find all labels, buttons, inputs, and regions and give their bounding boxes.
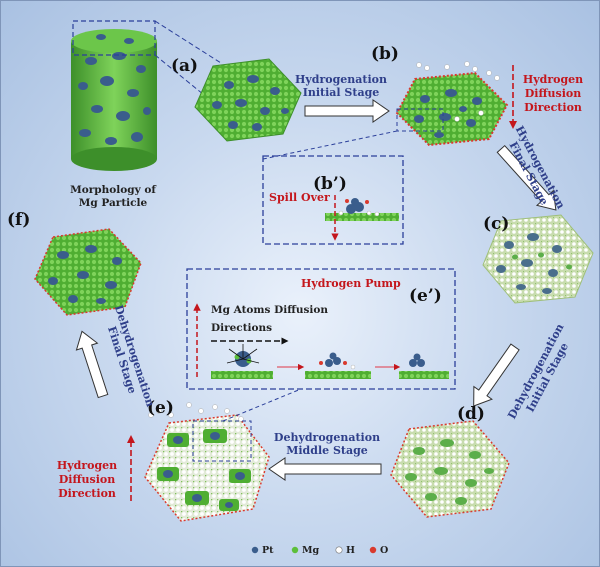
hexagon-f bbox=[34, 228, 142, 316]
hydrogen-diffusion-b-line1: Hydrogen bbox=[523, 73, 583, 86]
hydrogen-diffusion-e-line3: Direction bbox=[58, 487, 116, 500]
arrow-hydrogenation-final bbox=[496, 144, 557, 211]
hexagon-a bbox=[194, 58, 302, 142]
zoom-box-e bbox=[192, 420, 252, 462]
arrow-dehydrogenation-initial bbox=[473, 343, 520, 407]
stage-dehydrogenation-middle-line2: Middle Stage bbox=[286, 444, 368, 457]
panel-label-b: (b) bbox=[371, 44, 399, 64]
inset-box-b-prime bbox=[262, 155, 404, 245]
zoom-line-a-bottom bbox=[154, 54, 210, 100]
mg-atoms-diffusion-line2: Directions bbox=[211, 322, 272, 334]
panel-label-e: (e) bbox=[147, 398, 174, 418]
stage-hydrogenation-initial-line1: Hydrogenation bbox=[295, 73, 387, 86]
hexagon-c bbox=[482, 214, 594, 304]
arrow-hydrogenation-initial bbox=[304, 99, 390, 123]
arrow-dehydrogenation-middle bbox=[268, 457, 382, 481]
legend-label-o: O bbox=[380, 545, 388, 556]
stage-hydrogenation-initial-line2: Initial Stage bbox=[303, 86, 380, 99]
legend-swatch-o bbox=[369, 546, 377, 554]
hexagon-b bbox=[395, 61, 509, 147]
zoom-box-a bbox=[72, 20, 156, 56]
arrow-dehydrogenation-final bbox=[75, 330, 109, 399]
panel-label-b-prime: (b’) bbox=[313, 174, 347, 194]
panel-label-a: (a) bbox=[171, 56, 198, 76]
hydrogen-diffusion-b-line2: Diffusion bbox=[525, 87, 581, 100]
hydrogen-pump-label: Hydrogen Pump bbox=[301, 277, 401, 290]
morphology-label-line1: Morphology of bbox=[70, 184, 157, 196]
mg-particle-cylinder bbox=[71, 29, 157, 171]
hydrogen-diffusion-e-line1: Hydrogen bbox=[57, 459, 117, 472]
hydrogen-diffusion-b-line3: Direction bbox=[524, 101, 582, 114]
panel-label-c: (c) bbox=[483, 214, 509, 234]
hexagon-d bbox=[390, 420, 510, 518]
stage-dehydrogenation-middle-line1: Dehydrogenation bbox=[274, 431, 380, 444]
panel-label-d: (d) bbox=[457, 404, 485, 424]
legend-swatch-mg bbox=[291, 546, 299, 554]
spill-over-slab bbox=[325, 198, 399, 221]
legend-swatch-h bbox=[335, 546, 343, 554]
panel-label-f: (f) bbox=[7, 210, 30, 230]
legend-swatch-pt bbox=[251, 546, 259, 554]
legend-label-pt: Pt bbox=[262, 545, 274, 556]
zoom-line-a-top bbox=[154, 20, 222, 64]
hydrogen-diffusion-e-line2: Diffusion bbox=[59, 473, 115, 486]
pump-step-3 bbox=[399, 353, 449, 379]
hexagon-e bbox=[144, 402, 270, 522]
mg-atoms-diffusion-line1: Mg Atoms Diffusion bbox=[211, 304, 328, 316]
zoom-box-b bbox=[396, 108, 444, 132]
panel-label-e-prime: (e’) bbox=[409, 286, 442, 306]
inset-box-e-prime bbox=[186, 268, 456, 390]
legend: Pt Mg H O bbox=[251, 545, 388, 556]
spill-over-label: Spill Over bbox=[269, 191, 330, 204]
legend-label-mg: Mg bbox=[302, 545, 320, 556]
pump-step-2 bbox=[305, 352, 371, 379]
zoom-line-e bbox=[222, 388, 302, 422]
zoom-line-b bbox=[262, 130, 398, 160]
legend-label-h: H bbox=[346, 545, 355, 556]
pump-step-1 bbox=[211, 344, 273, 379]
morphology-label-line2: Mg Particle bbox=[79, 197, 148, 209]
